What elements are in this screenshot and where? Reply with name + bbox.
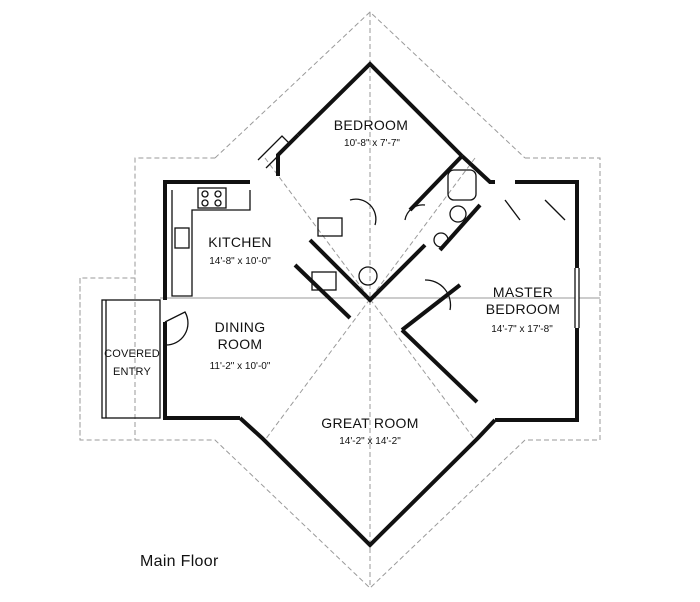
walls (163, 61, 579, 548)
dining-room-name-line1: DINING (214, 319, 266, 335)
great-room-name: GREAT ROOM (321, 415, 419, 431)
great-room-dims: 14'-2" x 14'-2" (339, 436, 401, 447)
bedroom-name: BEDROOM (333, 117, 409, 133)
floor-caption: Main Floor (140, 553, 219, 570)
kitchen-dims: 14'-8" x 10'-0" (209, 256, 271, 267)
bedroom-dims: 10'-8" x 7'-7" (344, 138, 400, 149)
covered-entry-name-line2: ENTRY (112, 366, 152, 378)
kitchen-name: KITCHEN (208, 234, 272, 250)
master-bedroom-dims: 14'-7" x 17'-8" (491, 324, 553, 335)
dining-room-dims: 11'-2" x 10'-0" (209, 361, 271, 372)
master-bedroom-name-line2: BEDROOM (485, 301, 561, 317)
dining-room-name-line2: ROOM (217, 336, 263, 352)
master-bedroom-name-line1: MASTER (492, 284, 554, 300)
covered-entry-name-line1: COVERED (104, 348, 160, 360)
interior-details (101, 135, 580, 419)
